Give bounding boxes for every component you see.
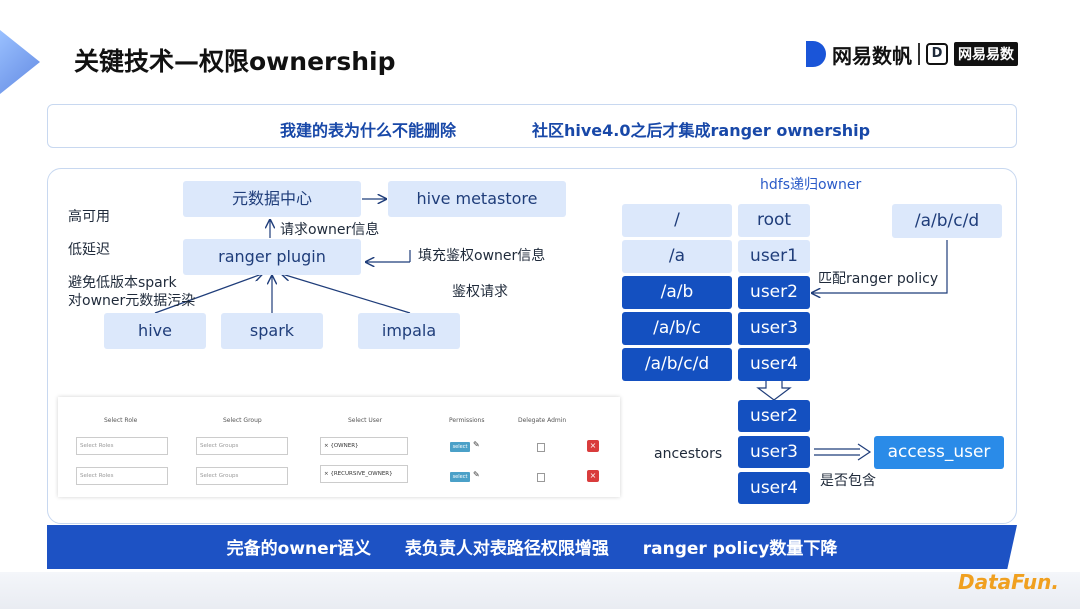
owner-user1: user1 [738, 240, 810, 273]
access-user-box: access_user [874, 436, 1004, 469]
edit-pencil-icon[interactable]: ✎ [473, 470, 480, 479]
user-input-2[interactable]: × {RECURSIVE_OWNER} [320, 465, 408, 483]
engine-hive-box: hive [104, 313, 206, 349]
ancestors-label: ancestors [654, 446, 723, 462]
delete-row-button-2[interactable]: × [587, 470, 599, 482]
ancestor-user4: user4 [738, 472, 810, 504]
benefit-high-availability: 高可用 [68, 209, 110, 225]
delegate-checkbox-1[interactable] [537, 443, 545, 452]
col-permissions: Permissions [449, 417, 485, 424]
path-a-b-c: /a/b/c [622, 312, 732, 345]
match-policy-label: 匹配ranger policy [818, 271, 939, 287]
brand-logo: 网易数帆 D 网易易数 [806, 40, 1018, 68]
role-input-2[interactable]: Select Roles [76, 467, 168, 485]
contains-label: 是否包含 [820, 473, 876, 489]
role-input-1[interactable]: Select Roles [76, 437, 168, 455]
request-owner-label: 请求owner信息 [280, 222, 380, 238]
path-root: / [622, 204, 732, 237]
summary-item-policy-reduction: ranger policy数量下降 [642, 539, 838, 559]
brand-mark-icon [806, 41, 826, 67]
path-a-b-c-d: /a/b/c/d [622, 348, 732, 381]
arrow-match-policy [812, 240, 948, 293]
col-delegate-admin: Delegate Admin [518, 417, 567, 424]
question-left-text: 我建的表为什么不能删除 [280, 121, 457, 140]
group-input-1[interactable]: Select Groups [196, 437, 288, 455]
brand-divider [918, 43, 920, 65]
arrow-contains [857, 443, 872, 461]
owner-user3: user3 [738, 312, 810, 345]
path-a-b: /a/b [622, 276, 732, 309]
auth-request-label: 鉴权请求 [452, 284, 508, 300]
path-a: /a [622, 240, 732, 273]
benefit-owner-metadata: 对owner元数据污染 [68, 293, 196, 309]
ranger-policy-table: Select Role Select Group Select User Per… [58, 397, 620, 497]
summary-item-path-permission: 表负责人对表路径权限增强 [404, 539, 609, 559]
engine-impala-box: impala [358, 313, 460, 349]
col-select-group: Select Group [223, 417, 262, 424]
ranger-plugin-box: ranger plugin [183, 239, 361, 275]
fill-owner-label: 填充鉴权owner信息 [418, 248, 546, 264]
user-input-1[interactable]: × {OWNER} [320, 437, 408, 455]
footer-bar [0, 572, 1080, 609]
col-select-user: Select User [348, 417, 383, 424]
hive-metastore-box: hive metastore [388, 181, 566, 217]
benefit-low-latency: 低延迟 [68, 242, 110, 258]
col-select-role: Select Role [104, 417, 138, 424]
engine-spark-box: spark [221, 313, 323, 349]
delegate-checkbox-2[interactable] [537, 473, 545, 482]
permission-tag-2[interactable]: select [450, 472, 470, 482]
owner-user2: user2 [738, 276, 810, 309]
delete-row-button-1[interactable]: × [587, 440, 599, 452]
owner-root: root [738, 204, 810, 237]
hdfs-recursive-owner-title: hdfs递归owner [760, 177, 862, 193]
metadata-center-box: 元数据中心 [183, 181, 361, 217]
datafun-logo: DataFun. [958, 570, 1059, 594]
question-panel [47, 104, 1017, 148]
summary-band [47, 525, 1017, 569]
ancestor-user2: user2 [738, 400, 810, 432]
arrow-impala [282, 274, 411, 314]
target-path-box: /a/b/c/d [892, 204, 1002, 238]
summary-item-owner-semantics: 完备的owner语义 [226, 539, 372, 559]
page-title: 关键技术—权限ownership [74, 47, 396, 76]
question-right-text: 社区hive4.0之后才集成ranger ownership [532, 121, 871, 140]
brand-name: 网易数帆 [832, 43, 912, 68]
permission-tag-1[interactable]: select [450, 442, 470, 452]
owner-user4: user4 [738, 348, 810, 381]
ancestor-user3: user3 [738, 436, 810, 468]
arrow-hive [154, 274, 262, 314]
sub-brand-name: 网易易数 [954, 42, 1018, 66]
benefit-avoid-spark: 避免低版本spark [68, 275, 177, 291]
summary-text: 完备的owner语义 表负责人对表路径权限增强 ranger policy数量下… [47, 534, 1017, 559]
group-input-2[interactable]: Select Groups [196, 467, 288, 485]
sub-brand-icon: D [926, 43, 948, 65]
edit-pencil-icon[interactable]: ✎ [473, 440, 480, 449]
